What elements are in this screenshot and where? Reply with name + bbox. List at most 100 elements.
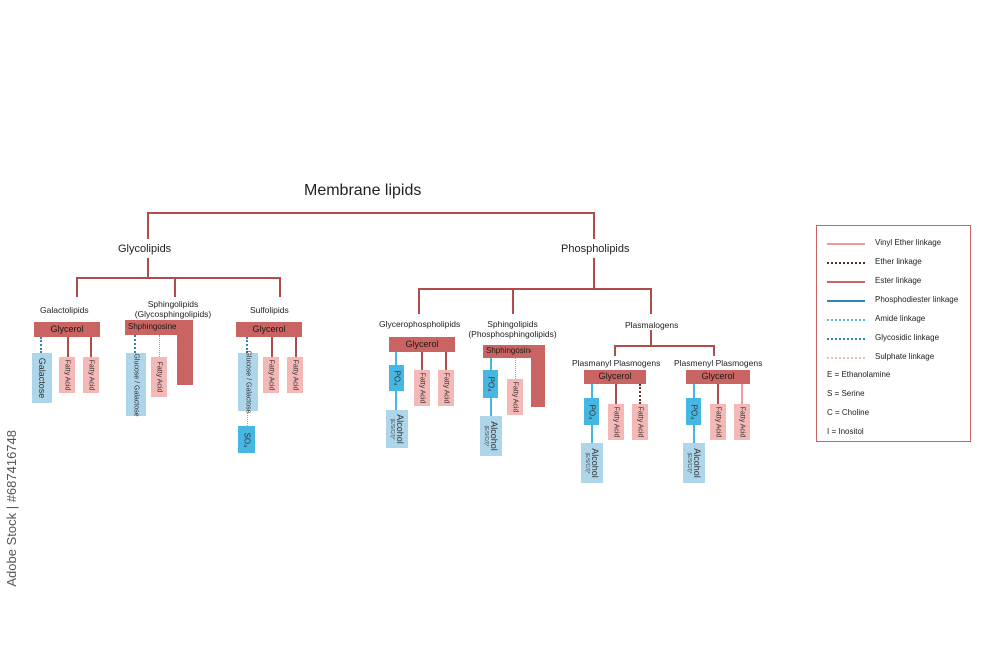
connector (614, 345, 616, 356)
legend-label: Ester linkage (875, 276, 922, 285)
ester-linkage (271, 337, 273, 357)
fatty-acid-label: Fatty Acid (63, 359, 71, 391)
legend-swatch (827, 262, 865, 264)
legend-label: Sulphate linkage (875, 352, 935, 361)
connector (593, 258, 595, 289)
galactose-label: Galactose (37, 357, 47, 399)
fatty-acid-label: Fatty Acid (636, 406, 644, 438)
ester-linkage (90, 337, 92, 357)
connector (512, 288, 514, 314)
ether-linkage (639, 384, 641, 404)
glycosphingolipids-label: Sphingolipids (Glycosphingolipids) (118, 299, 228, 319)
legend-swatch (827, 243, 865, 245)
alcohol-text: Alcohol (692, 448, 702, 478)
po4-box: PO₄ (483, 370, 498, 398)
glycerol-bar: Glycerol (584, 370, 646, 384)
ester-linkage (615, 384, 617, 404)
alcohol-box: Alcohol (E/S/C/I)* (480, 416, 502, 456)
fatty-acid-box: Fatty Acid (263, 357, 279, 393)
plasmenyl-label: Plasmenyl Plasmogens (674, 358, 763, 368)
phosphodiester-linkage (395, 391, 397, 410)
watermark-text: Adobe Stock | #687416748 (4, 430, 19, 587)
fatty-acid-box: Fatty Acid (151, 357, 167, 397)
sulfolipids-label: Sulfolipids (250, 305, 289, 315)
connector (418, 288, 420, 314)
alcohol-label: Alcohol (E/S/C/I)* (483, 421, 499, 451)
alcohol-abbrev: (E/S/C/I)* (389, 418, 395, 440)
phosphodiester-linkage (395, 352, 397, 365)
galactolipids-label: Galactolipids (40, 305, 89, 315)
fatty-acid-box: Fatty Acid (83, 357, 99, 393)
glycolipids-label: Glycolipids (118, 243, 172, 255)
connector (650, 288, 652, 314)
glucose-galactose-box: Glucose / Galactose (126, 353, 146, 416)
glycerol-label: Glycerol (252, 324, 286, 334)
fatty-acid-label: Fatty Acid (612, 406, 620, 438)
fatty-acid-box: Fatty Acid (287, 357, 303, 393)
legend-label: Vinyl Ether linkage (875, 238, 942, 247)
plasmalogens-label: Plasmalogens (625, 320, 679, 330)
fatty-acid-box: Fatty Acid (710, 404, 726, 440)
label-line: (Glycosphingolipids) (134, 309, 212, 319)
po4-box: PO₄ (389, 365, 404, 391)
legend-label: Ether linkage (875, 257, 922, 266)
fatty-acid-box: Fatty Acid (507, 379, 523, 415)
sphingosine-chain (177, 320, 193, 385)
fatty-acid-label: Fatty Acid (714, 406, 722, 438)
phosphodiester-linkage (591, 384, 593, 398)
glucose-galactose-label: Glucose / Galactose (244, 350, 252, 414)
glycosidic-linkage (246, 337, 248, 353)
glucose-galactose-box: Glucose / Galactose (238, 350, 258, 414)
galactose-box: Galactose (32, 353, 52, 403)
legend-label: Amide linkage (875, 314, 926, 323)
alcohol-abbrev: (E/S/C/I)* (584, 452, 590, 474)
phosphodiester-linkage (693, 384, 695, 398)
legend-swatch (827, 357, 865, 359)
fatty-acid-box: Fatty Acid (632, 404, 648, 440)
fatty-acid-box: Fatty Acid (414, 370, 430, 406)
fatty-acid-label: Fatty Acid (267, 359, 275, 391)
connector (147, 212, 149, 239)
legend-label: Glycosidic linkage (875, 333, 940, 342)
plasmanyl-label: Plasmanyl Plasmogens (572, 358, 661, 368)
sphingosine-bar: Shphingosine (125, 320, 193, 335)
glycerol-bar: Glycerol (34, 322, 100, 337)
ester-linkage (421, 352, 423, 370)
sphingosine-bar: Shphingosine (483, 345, 545, 358)
label-line: Sphingolipids (147, 299, 199, 309)
connector (147, 212, 595, 214)
po4-label: PO₄ (392, 370, 401, 386)
connector (147, 258, 149, 278)
phosphodiester-linkage (490, 398, 492, 416)
fatty-acid-box: Fatty Acid (438, 370, 454, 406)
label-line: (Phosphosphingolipids) (468, 329, 557, 339)
po4-label: PO₄ (587, 404, 596, 419)
glycerol-label: Glycerol (701, 371, 735, 381)
po4-box: PO₄ (584, 398, 599, 425)
ester-linkage (67, 337, 69, 357)
abbreviation-item: I = Inositol (827, 427, 864, 436)
alcohol-text: Alcohol (590, 448, 600, 478)
amide-linkage (159, 335, 160, 357)
abbreviation-item: C = Choline (827, 408, 870, 417)
legend-swatch (827, 300, 865, 302)
phospholipids-label: Phospholipids (561, 243, 630, 255)
sphingosine-label: Shphingosine (486, 346, 535, 355)
connector (174, 277, 176, 297)
glycerophospholipids-label: Glycerophospholipids (379, 319, 461, 329)
connector (614, 345, 715, 347)
fatty-acid-label: Fatty Acid (291, 359, 299, 391)
alcohol-label: Alcohol (E/S/C/I)* (584, 448, 600, 478)
ester-linkage (717, 384, 719, 404)
fatty-acid-label: Fatty Acid (738, 406, 746, 438)
sulphate-linkage (247, 412, 248, 426)
alcohol-abbrev: (E/S/C/I)* (686, 452, 692, 474)
legend-swatch (827, 281, 865, 283)
abbreviation-item: S = Serine (827, 389, 865, 398)
ester-linkage (445, 352, 447, 370)
fatty-acid-label: Fatty Acid (87, 359, 95, 391)
glycerol-bar: Glycerol (236, 322, 302, 337)
ester-linkage (295, 337, 297, 357)
glycerol-bar: Glycerol (686, 370, 750, 384)
